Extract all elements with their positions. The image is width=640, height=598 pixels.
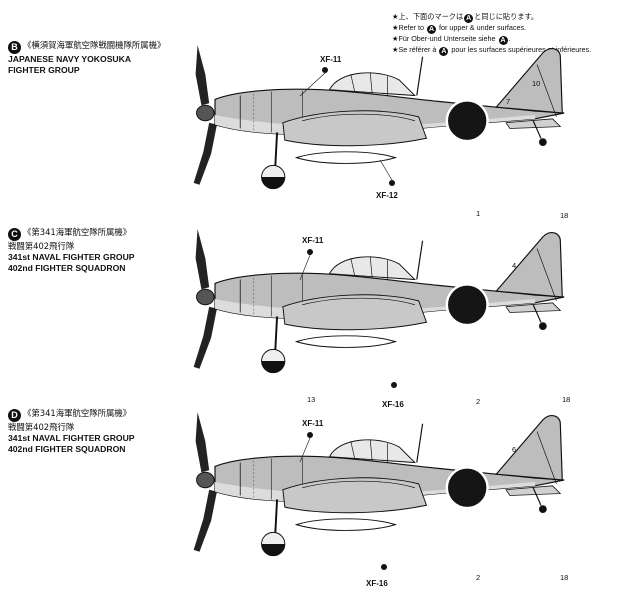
scheme-c-badge: C xyxy=(8,228,21,241)
num-b-10: 10 xyxy=(532,79,540,88)
num-c-2: 2 xyxy=(476,397,480,406)
note-fr: ★Se référer à A pour les surfaces supéri… xyxy=(392,45,592,56)
callout-d-bottom: XF-16 xyxy=(366,579,388,588)
num-c-4: 4 xyxy=(512,261,516,270)
num-c-18: 18 xyxy=(562,395,570,404)
scheme-b-badge: B xyxy=(8,41,21,54)
num-b-1: 1 xyxy=(476,209,480,218)
ref-badge-a-icon: A xyxy=(439,47,449,56)
note-de: ★Für Ober-und Unterseite siehe A. xyxy=(392,34,511,45)
aircraft-c xyxy=(192,227,566,374)
note-en: ★Refer to A for upper & under surfaces. xyxy=(392,23,527,34)
callout-d-top: XF-11 xyxy=(302,419,324,428)
num-c-13: 13 xyxy=(307,395,315,404)
ref-badge-a-icon: A xyxy=(427,25,437,34)
callout-b-bottom: XF-12 xyxy=(376,191,398,200)
num-d-2: 2 xyxy=(476,573,480,582)
aircraft-d xyxy=(192,410,566,557)
num-d-18: 18 xyxy=(560,573,568,582)
callout-b-top: XF-11 xyxy=(320,55,342,64)
ref-badge-a-icon: A xyxy=(464,14,474,23)
scheme-d-badge: D xyxy=(8,409,21,422)
callouts-b: XF-11 XF-12 10 7 1 18 xyxy=(299,55,568,220)
scheme-b-label: B《横須賀海軍航空隊戦闘機隊所属機》 JAPANESE NAVY YOKOSUK… xyxy=(8,40,166,75)
callouts-c: XF-11 XF-16 13 4 2 18 xyxy=(299,236,570,409)
callouts-d: XF-11 XF-16 6 2 18 xyxy=(299,419,568,588)
num-b-7: 7 xyxy=(506,97,510,106)
callout-c-bottom: XF-16 xyxy=(382,400,404,409)
ref-badge-a-icon: A xyxy=(498,36,508,45)
num-d-6: 6 xyxy=(512,445,516,454)
aircraft-b xyxy=(192,43,566,190)
num-b-18: 18 xyxy=(560,211,568,220)
callout-c-top: XF-11 xyxy=(302,236,324,245)
scheme-c-label: C《第341海軍航空隊所属機》 戦闘第402飛行隊 341st NAVAL FI… xyxy=(8,227,135,273)
scheme-d-label: D《第341海軍航空隊所属機》 戦闘第402飛行隊 341st NAVAL FI… xyxy=(8,408,135,454)
